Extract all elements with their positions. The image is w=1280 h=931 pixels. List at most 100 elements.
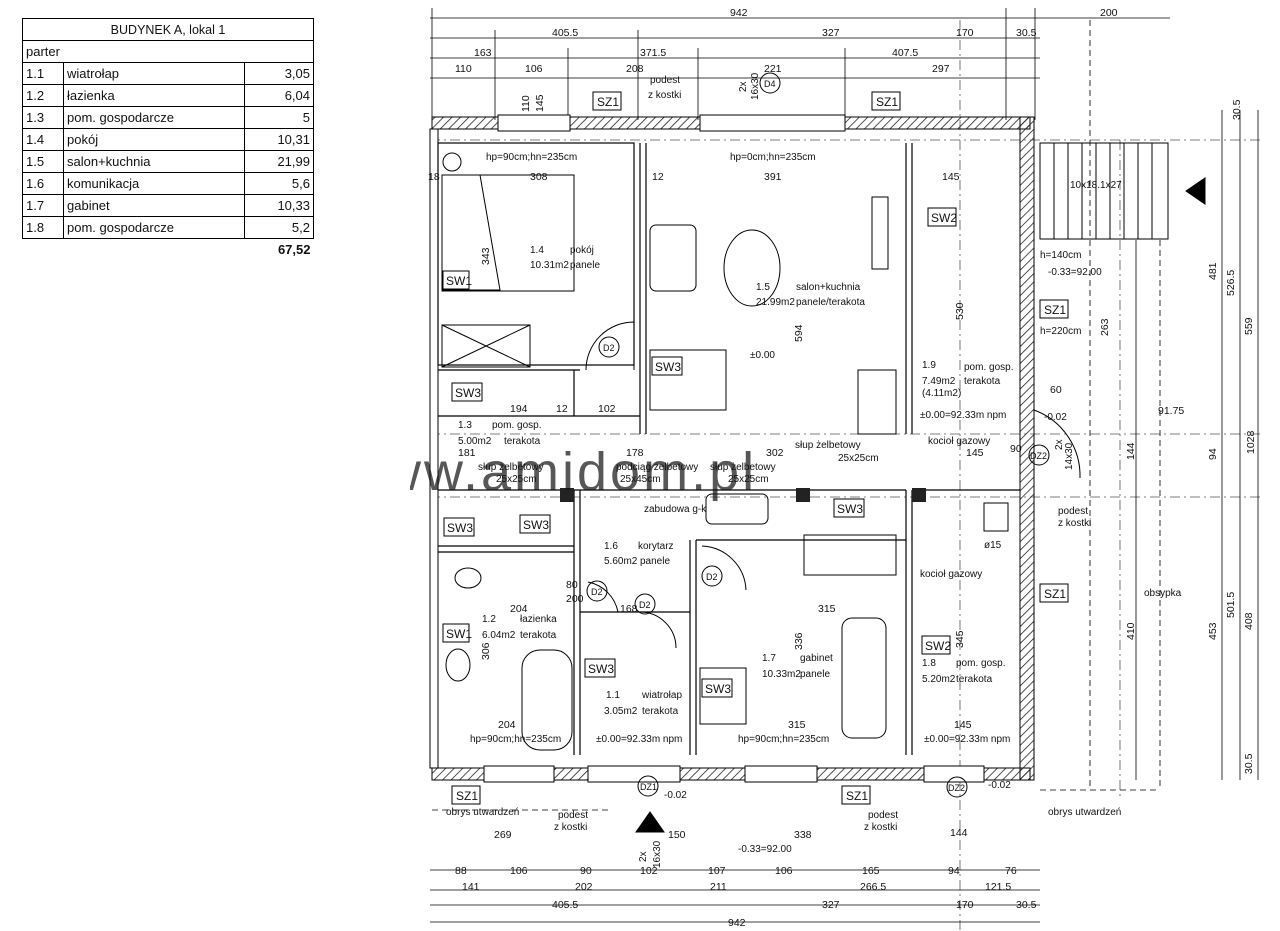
dim-label: 211 [710, 881, 727, 893]
dim-label: 208 [626, 63, 644, 75]
dimension-lines-bottom [430, 869, 1040, 923]
dim-label: 170 [956, 899, 974, 911]
room-finish: terakota [520, 630, 557, 641]
dim-label: 407.5 [892, 47, 918, 59]
row-no: 1.3 [22, 106, 64, 129]
row-no: 1.8 [22, 216, 64, 239]
room-name: pom. gosp. [964, 362, 1013, 373]
room-code: 1.9 [922, 360, 936, 371]
level-mark: -0.02 [988, 780, 1011, 791]
room-area: 5.60m2 [604, 556, 638, 567]
note: ø15 [984, 540, 1002, 551]
dim-label: 221 [764, 63, 782, 75]
dim-label: 30.5 [1243, 753, 1255, 774]
room-name: pom. gosp. [956, 658, 1005, 669]
symbol-sz1: SZ1 [846, 789, 868, 803]
symbol-sw3: SW3 [705, 682, 731, 696]
lamp-icon [442, 152, 462, 172]
cabinet [871, 196, 889, 270]
interior-walls [437, 142, 1020, 755]
dim-label: 263 [1099, 318, 1111, 336]
room-area: 5.20m2 [922, 674, 956, 685]
room-lazienka: 1.2 łazienka 6.04m2 terakota [482, 614, 557, 641]
dim-label: 102 [640, 865, 658, 877]
row-area: 5,6 [244, 172, 314, 195]
room-name: pokój [570, 245, 594, 256]
dim-label: 150 [668, 829, 686, 841]
note: podest [868, 810, 898, 821]
annotations: hp=90cm;hn=235cm hp=0cm;hn=235cm hp=90cm… [446, 72, 1182, 868]
symbol-sw1: SW1 [446, 274, 472, 288]
dim-label: 202 [575, 881, 593, 893]
room-pom-gosp-1-3: 1.3 pom. gosp. 5.00m2 terakota [458, 420, 541, 447]
note: z kostki [1058, 518, 1091, 529]
room-salon: 1.5 salon+kuchnia 21.99m2 panele/terakot… [756, 282, 865, 308]
door-code: DZ2 [1030, 451, 1047, 461]
dim-label: 110 [455, 63, 472, 75]
dim-label: 106 [775, 865, 793, 877]
room-code: 1.4 [530, 245, 544, 256]
grid-axes [430, 20, 1260, 931]
dim-label: 144 [1125, 442, 1137, 460]
dim-label: 88 [455, 865, 467, 877]
row-name: pom. gospodarcze [63, 216, 245, 239]
note: podciąg żelbetowy [616, 462, 698, 473]
door-swing [701, 545, 747, 591]
note: h=140cm [1040, 250, 1081, 261]
dim-label: 178 [626, 447, 644, 459]
level-mark: -0.02 [664, 790, 687, 801]
dim-label: 308 [530, 171, 548, 183]
door-tag [598, 336, 620, 358]
coffee-table [723, 229, 781, 307]
note: 25x25cm [496, 474, 537, 485]
dim-label: 145 [966, 447, 984, 459]
room-name: gabinet [800, 653, 833, 664]
sofa [649, 224, 697, 292]
dim-label: 90 [580, 865, 592, 877]
room-code: 1.3 [458, 420, 472, 431]
sofa [841, 617, 887, 739]
dim-label: 453 [1207, 622, 1219, 640]
level-mark: -0.02 [1044, 412, 1067, 423]
door-tag [759, 72, 781, 94]
note: słup żelbetowy [710, 462, 776, 473]
note: kocioł gazowy [920, 569, 982, 580]
dim-label: 306 [480, 642, 492, 660]
room-pom-gosp-1-8: 1.8 pom. gosp. 5.20m2 terakota [922, 658, 1005, 685]
dim-label: 12 [556, 403, 568, 415]
dim-label: 345 [954, 630, 966, 648]
inner-dimensions: 308 391 145 530 594 194 12 102 181 302 1… [428, 94, 1111, 841]
table-title: BUDYNEK A, lokal 1 [22, 18, 314, 41]
row-no: 1.5 [22, 150, 64, 173]
dim-label: 559 [1243, 317, 1255, 335]
dim-label: 530 [954, 302, 966, 320]
level-mark: ±0.00=92.33m npm [924, 734, 1010, 745]
row-area: 5,2 [244, 216, 314, 239]
row-no: 1.6 [22, 172, 64, 195]
boiler [983, 502, 1009, 532]
level-mark: -0.33=92.00 [1048, 267, 1102, 278]
dim-label: 501.5 [1225, 592, 1237, 618]
dimension-labels-right: 30.5 481 526.5 559 91.75 144 94 1028 410… [1125, 99, 1257, 774]
row-no: 1.2 [22, 84, 64, 107]
note: z kostki [554, 822, 587, 833]
dim-label: 336 [793, 632, 805, 650]
dim-label: 170 [956, 27, 974, 39]
dim-label: 76 [1005, 865, 1017, 877]
dim-label: 163 [474, 47, 492, 59]
dim-label: 405.5 [552, 27, 578, 39]
note: h=220cm [1040, 326, 1081, 337]
dim-label: 315 [818, 603, 836, 615]
door-tag [637, 775, 659, 797]
floor-label: parter [22, 40, 314, 63]
dim-label: 106 [510, 865, 528, 877]
dim-label: 343 [480, 247, 492, 265]
dim-label: 90 [1010, 443, 1022, 455]
door-swing [585, 321, 635, 371]
dim-label: 60 [1050, 384, 1062, 396]
dim-label: 391 [764, 171, 782, 183]
note: 25x25cm [728, 474, 769, 485]
dining-table [649, 349, 727, 411]
